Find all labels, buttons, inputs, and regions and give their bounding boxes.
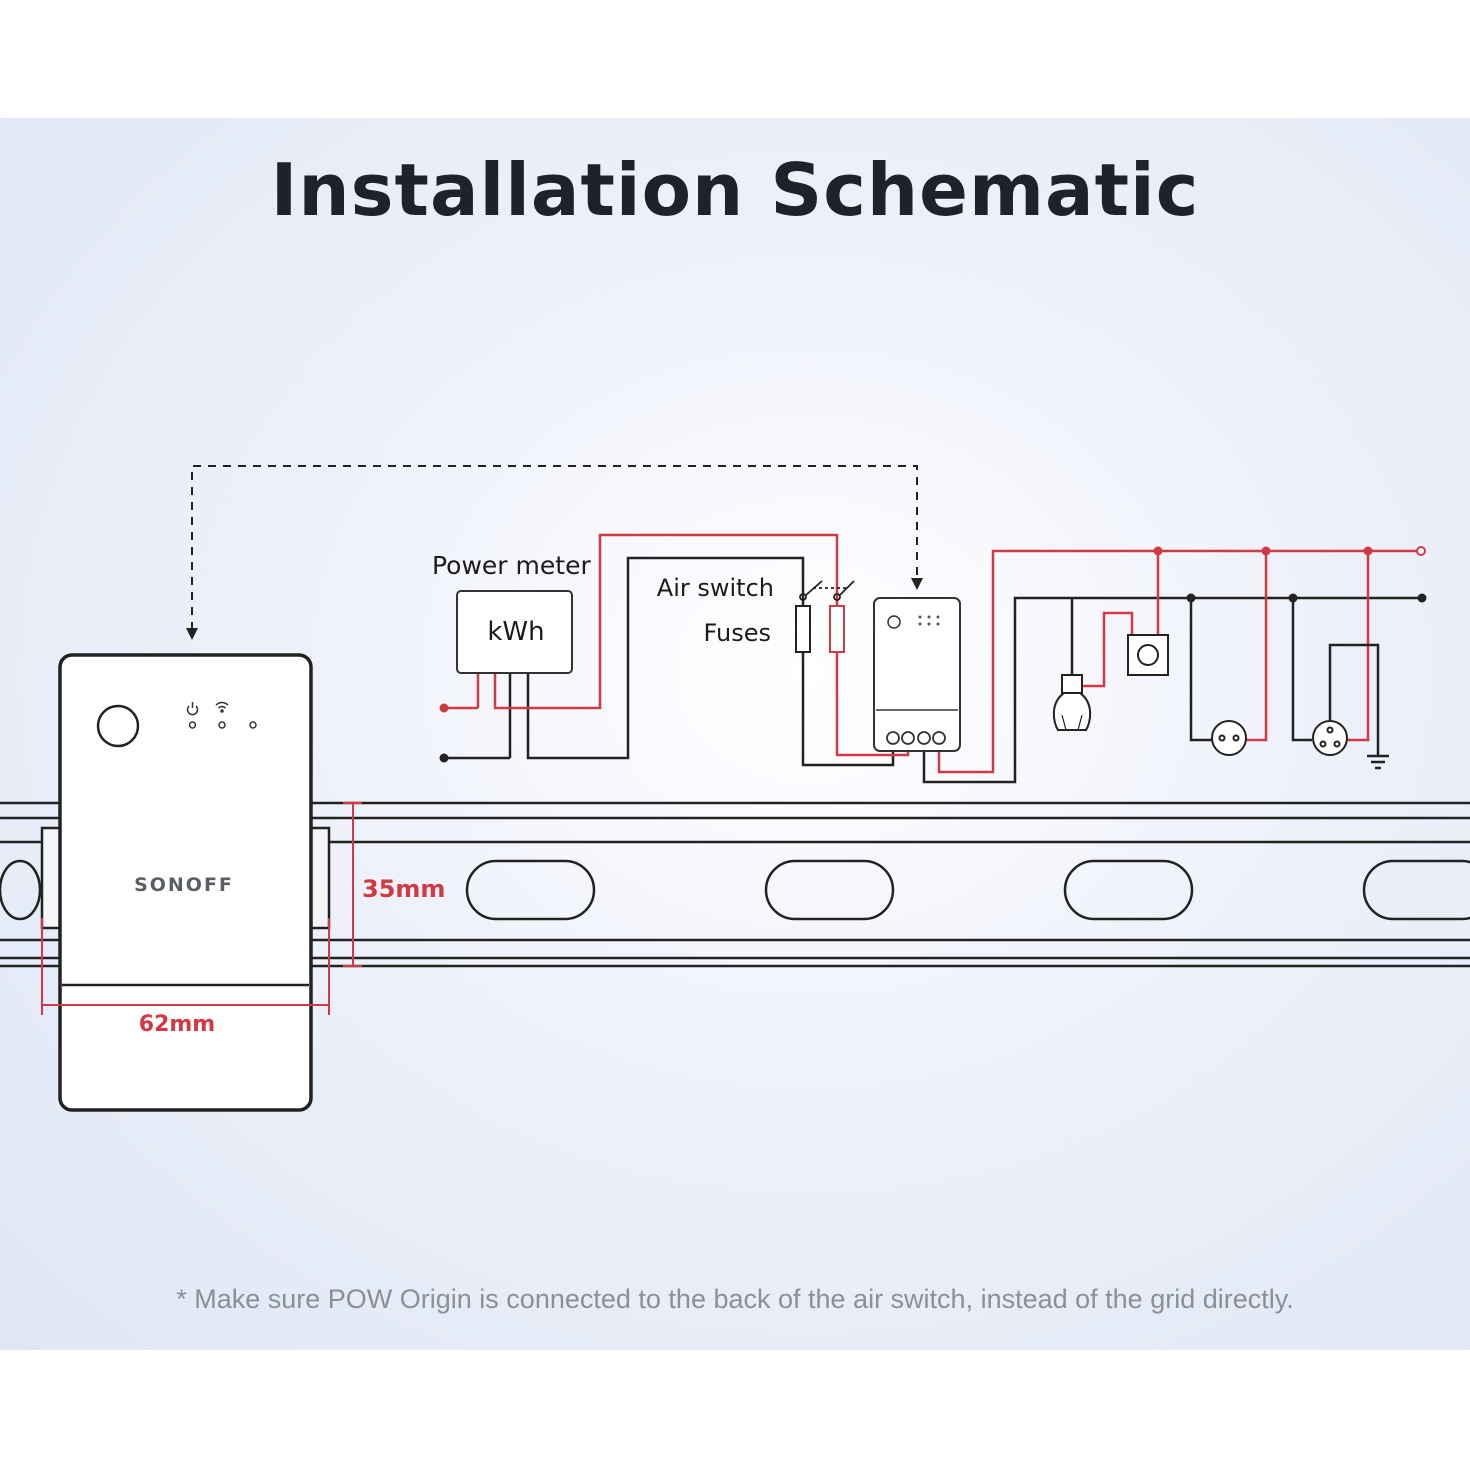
live-wires <box>444 533 1420 774</box>
sonoff-device-small <box>873 597 961 752</box>
rail-slot <box>465 859 596 921</box>
height-dimension-label: 35mm <box>362 875 445 903</box>
page-title: Installation Schematic <box>270 148 1200 232</box>
rail-slot <box>0 859 42 921</box>
sonoff-device-large: SONOFF <box>40 653 331 1112</box>
wifi-led-icon <box>215 701 229 729</box>
rail-slot <box>1063 859 1194 921</box>
three-pin-socket-icon <box>1312 720 1348 756</box>
rail-slot <box>764 859 895 921</box>
light-bulb-icon <box>1052 674 1092 731</box>
two-pin-socket-icon <box>1211 720 1247 756</box>
status-led-icon <box>249 721 257 729</box>
width-dimension-label: 62mm <box>139 1012 215 1037</box>
wire-junctions <box>439 546 1427 763</box>
height-dimension <box>343 802 362 967</box>
width-dimension <box>41 918 330 1015</box>
air-switch-icon <box>799 580 855 601</box>
device-button-icon <box>96 704 140 748</box>
fuse-icons <box>795 605 845 653</box>
brand-logo: SONOFF <box>134 874 234 896</box>
fuses-label: Fuses <box>704 619 771 647</box>
power-led-icon <box>186 702 199 729</box>
power-meter-label: Power meter <box>432 551 591 580</box>
ground-icon <box>1328 643 1389 770</box>
wall-switch-icon <box>1127 634 1169 676</box>
footnote: * Make sure POW Origin is connected to t… <box>176 1284 1294 1314</box>
rail-slot <box>1362 859 1470 921</box>
power-meter <box>456 590 573 674</box>
neutral-wires <box>444 556 1422 784</box>
device-callout-arrow <box>186 465 923 640</box>
kwh-label: kWh <box>487 617 544 647</box>
air-switch-label: Air switch <box>657 574 774 602</box>
